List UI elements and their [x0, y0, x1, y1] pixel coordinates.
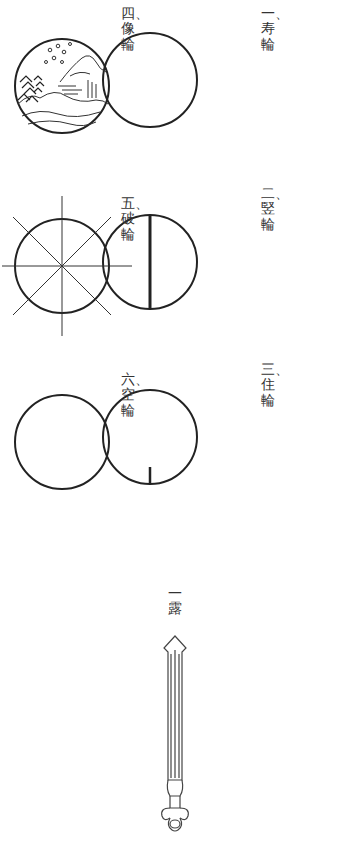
sword [162, 636, 189, 831]
ring-circle [15, 395, 109, 489]
spokes [2, 196, 132, 336]
ring-label: 六、空輪 [121, 372, 135, 418]
trees [18, 76, 44, 102]
sword-label: 一露 [168, 586, 182, 617]
ring-circle [103, 215, 197, 309]
ring-label: 四、像輪 [121, 6, 135, 52]
ring-label: 五、破輪 [121, 196, 135, 242]
vertical-line [149, 215, 152, 309]
ring-circle [15, 39, 109, 133]
ring-circle [103, 390, 197, 484]
tick-mark [149, 467, 152, 484]
ring-label: 一、寿輪 [261, 6, 275, 52]
ring-label: 二、竪輪 [261, 186, 275, 232]
ring-circle [103, 33, 197, 127]
ring-label: 三、住輪 [261, 362, 275, 408]
landscape [18, 43, 108, 126]
